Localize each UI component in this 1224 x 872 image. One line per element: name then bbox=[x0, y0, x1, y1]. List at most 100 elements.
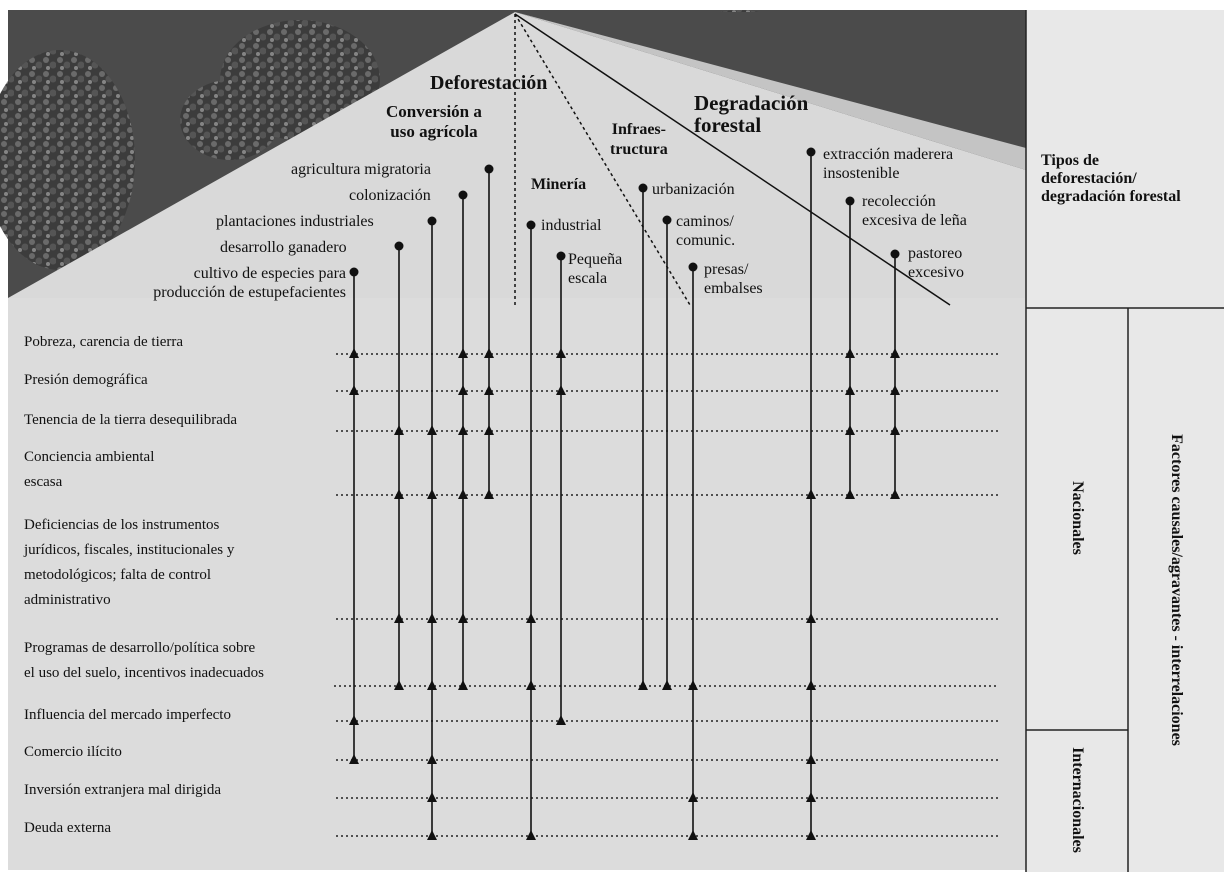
causes-area bbox=[8, 298, 1026, 870]
driver-cultivo-line2: producción de estupefacientes bbox=[153, 284, 346, 301]
heading-conversion: Conversión a uso agrícola bbox=[386, 102, 482, 142]
cause-conciencia-line2: escasa bbox=[24, 474, 63, 490]
arrow-pastoreo-pobreza bbox=[890, 348, 900, 358]
arrow-extraccion-deuda bbox=[806, 830, 816, 840]
arrow-presas-inversion bbox=[688, 792, 698, 802]
heading-deforestacion: Deforestación bbox=[430, 72, 548, 94]
roof-left bbox=[8, 12, 1026, 298]
driver-extraccion: extracción maderera insostenible bbox=[823, 145, 953, 183]
arrow-extraccion-conciencia bbox=[806, 489, 816, 499]
driver-dot-pastoreo bbox=[890, 249, 900, 259]
driver-ganadero: desarrollo ganadero bbox=[220, 239, 347, 256]
heading-degradacion: Degradación forestal bbox=[694, 92, 808, 136]
driver-pequena-line2: escala bbox=[568, 270, 608, 287]
arrow-plantaciones-tenencia bbox=[427, 425, 437, 435]
cause-inversion: Inversión extranjera mal dirigida bbox=[24, 782, 222, 798]
arrow-ganadero-conciencia bbox=[394, 489, 404, 499]
arrow-agricultura_migratoria-conciencia bbox=[484, 489, 494, 499]
cause-conciencia-line1: Conciencia ambiental bbox=[24, 449, 155, 465]
arrow-agricultura_migratoria-tenencia bbox=[484, 425, 494, 435]
side-panel bbox=[1026, 10, 1224, 872]
arrow-presas-programas bbox=[688, 680, 698, 690]
heading-degradacion-line1: Degradación bbox=[694, 91, 809, 115]
driver-plantaciones: plantaciones industriales bbox=[216, 213, 374, 230]
driver-extraccion-line1: extracción maderera bbox=[823, 146, 954, 163]
arrow-pequena-mercado bbox=[556, 715, 566, 725]
arrow-plantaciones-conciencia bbox=[427, 489, 437, 499]
cause-programas: Programas de desarrollo/política sobre e… bbox=[24, 636, 264, 686]
links-layer bbox=[334, 147, 998, 840]
divider-degradacion bbox=[514, 13, 951, 306]
driver-lena-line1: recolección bbox=[862, 193, 936, 210]
driver-extraccion-line2: insostenible bbox=[823, 165, 900, 182]
driver-industrial: industrial bbox=[541, 217, 602, 234]
driver-caminos: caminos/ comunic. bbox=[676, 212, 735, 250]
driver-dot-colonizacion bbox=[458, 190, 468, 200]
driver-dot-ganadero bbox=[394, 241, 404, 251]
driver-dot-plantaciones bbox=[427, 216, 437, 226]
driver-colonizacion: colonización bbox=[349, 187, 431, 204]
arrow-extraccion-deficiencias bbox=[806, 613, 816, 623]
driver-pequena: Pequeña escala bbox=[568, 250, 622, 288]
arrow-ganadero-tenencia bbox=[394, 425, 404, 435]
arrow-urbanizacion-programas bbox=[638, 680, 648, 690]
arrow-extraccion-comercio bbox=[806, 754, 816, 764]
cause-deficiencias-line3: metodológicos; falta de control bbox=[24, 567, 212, 583]
arrow-plantaciones-comercio bbox=[427, 754, 437, 764]
arrow-presas-deuda bbox=[688, 830, 698, 840]
arrow-pequena-presion bbox=[556, 385, 566, 395]
arrow-colonizacion-tenencia bbox=[458, 425, 468, 435]
driver-dot-lena bbox=[845, 196, 855, 206]
cause-deuda: Deuda externa bbox=[24, 820, 112, 836]
arrow-lena-tenencia bbox=[845, 425, 855, 435]
arrow-industrial-deficiencias bbox=[526, 613, 536, 623]
driver-presas-line1: presas/ bbox=[704, 261, 749, 278]
driver-dot-industrial bbox=[526, 220, 536, 230]
arrow-extraccion-programas bbox=[806, 680, 816, 690]
cause-programas-line1: Programas de desarrollo/política sobre bbox=[24, 640, 256, 656]
tipos-line1: Tipos de bbox=[1041, 152, 1099, 169]
cause-deficiencias-line2: jurídicos, fiscales, institucionales y bbox=[24, 542, 235, 558]
driver-dot-extraccion bbox=[806, 147, 816, 157]
cause-mercado: Influencia del mercado imperfecto bbox=[24, 707, 231, 723]
driver-pastoreo-line1: pastoreo bbox=[908, 245, 963, 262]
driver-cultivo-line1: cultivo de especies para bbox=[193, 265, 346, 282]
driver-lena: recolección excesiva de leña bbox=[862, 192, 967, 230]
cause-comercio: Comercio ilícito bbox=[24, 744, 122, 760]
arrow-ganadero-deficiencias bbox=[394, 613, 404, 623]
arrow-agricultura_migratoria-pobreza bbox=[484, 348, 494, 358]
arrow-caminos-programas bbox=[662, 680, 672, 690]
driver-agricultura-migratoria: agricultura migratoria bbox=[291, 161, 431, 178]
driver-dot-presas bbox=[688, 262, 698, 272]
driver-presas: presas/ embalses bbox=[704, 260, 763, 298]
arrow-pastoreo-presion bbox=[890, 385, 900, 395]
arrow-lena-conciencia bbox=[845, 489, 855, 499]
cause-deficiencias-line4: administrativo bbox=[24, 592, 111, 608]
nacionales-label: Nacionales bbox=[1069, 481, 1086, 555]
driver-urbanizacion: urbanización bbox=[652, 181, 735, 198]
arrow-cultivo-mercado bbox=[349, 715, 359, 725]
driver-dot-agricultura_migratoria bbox=[484, 164, 494, 174]
heading-mineria: Minería bbox=[531, 176, 587, 193]
driver-cultivo: cultivo de especies para producción de e… bbox=[92, 264, 346, 302]
arrow-agricultura_migratoria-presion bbox=[484, 385, 494, 395]
heading-conversion-line2: uso agrícola bbox=[390, 122, 478, 141]
arrow-colonizacion-conciencia bbox=[458, 489, 468, 499]
arrow-plantaciones-inversion bbox=[427, 792, 437, 802]
arrow-plantaciones-programas bbox=[427, 680, 437, 690]
cause-presion: Presión demográfica bbox=[24, 372, 148, 388]
cause-tenencia: Tenencia de la tierra desequilibrada bbox=[24, 412, 238, 428]
arrow-extraccion-inversion bbox=[806, 792, 816, 802]
tipos-label: Tipos de deforestación/ degradación fore… bbox=[1041, 152, 1181, 206]
arrow-industrial-deuda bbox=[526, 830, 536, 840]
driver-pastoreo-line2: excesivo bbox=[908, 264, 964, 281]
divider-infraestructura bbox=[514, 13, 691, 306]
cause-deficiencias-line1: Deficiencias de los instrumentos bbox=[24, 517, 220, 533]
factores-label: Factores causales/agravantes - interrela… bbox=[1168, 434, 1185, 746]
driver-caminos-line1: caminos/ bbox=[676, 213, 734, 230]
arrow-plantaciones-deuda bbox=[427, 830, 437, 840]
driver-pequena-line1: Pequeña bbox=[568, 251, 623, 268]
arrow-pastoreo-conciencia bbox=[890, 489, 900, 499]
driver-dot-pequena bbox=[556, 251, 566, 261]
